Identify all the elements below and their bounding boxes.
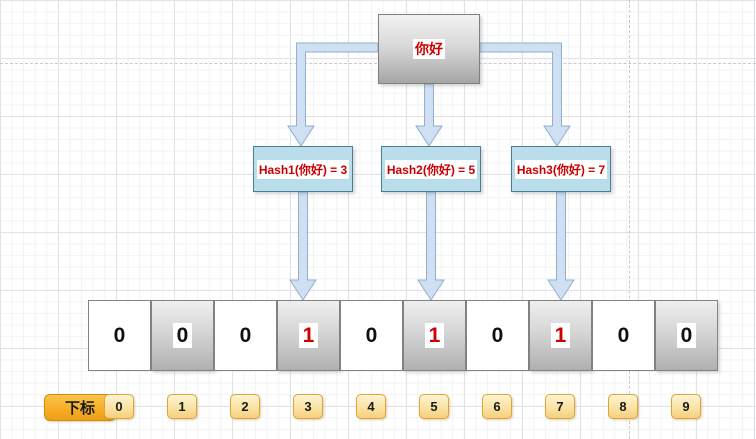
page-break-line-vertical (629, 0, 630, 439)
arrow-input-to-hash3[interactable] (479, 42, 571, 147)
bit-value: 0 (487, 322, 508, 349)
arrow-hash3-to-cell7[interactable] (547, 191, 575, 301)
hash3-node[interactable]: Hash3(你好) = 7 (511, 146, 611, 192)
bit-cell-7[interactable]: 1 (529, 300, 592, 371)
bit-value: 1 (550, 322, 571, 349)
bit-value: 0 (361, 322, 382, 349)
bit-cell-4[interactable]: 0 (340, 300, 403, 371)
bit-array: 0 0 0 1 0 1 0 1 0 0 (88, 300, 718, 371)
bit-cell-0[interactable]: 0 (88, 300, 151, 371)
input-node-label: 你好 (413, 39, 445, 59)
index-chip-3[interactable]: 3 (293, 394, 323, 419)
arrow-hash2-to-cell5[interactable] (417, 191, 445, 301)
bit-cell-5[interactable]: 1 (403, 300, 466, 371)
index-chip-2[interactable]: 2 (230, 394, 260, 419)
bit-value: 0 (676, 322, 697, 349)
index-chip-8[interactable]: 8 (608, 394, 638, 419)
bit-cell-1[interactable]: 0 (151, 300, 214, 371)
input-node[interactable]: 你好 (378, 14, 480, 84)
index-chip-9[interactable]: 9 (671, 394, 701, 419)
hash2-node[interactable]: Hash2(你好) = 5 (381, 146, 481, 192)
bit-value: 1 (424, 322, 445, 349)
bit-value: 0 (613, 322, 634, 349)
hash2-node-label: Hash2(你好) = 5 (384, 159, 478, 179)
index-chip-4[interactable]: 4 (356, 394, 386, 419)
hash1-node[interactable]: Hash1(你好) = 3 (253, 146, 353, 192)
bit-value: 0 (109, 322, 130, 349)
arrow-input-to-hash1[interactable] (287, 42, 379, 147)
index-chip-7[interactable]: 7 (545, 394, 575, 419)
bit-value: 0 (172, 322, 193, 349)
arrow-input-to-hash2[interactable] (415, 83, 443, 147)
hash1-node-label: Hash1(你好) = 3 (256, 159, 350, 179)
bit-cell-9[interactable]: 0 (655, 300, 718, 371)
bit-cell-2[interactable]: 0 (214, 300, 277, 371)
index-chip-0[interactable]: 0 (104, 394, 134, 419)
arrow-hash1-to-cell3[interactable] (289, 191, 317, 301)
bit-cell-6[interactable]: 0 (466, 300, 529, 371)
bit-cell-8[interactable]: 0 (592, 300, 655, 371)
index-chip-6[interactable]: 6 (482, 394, 512, 419)
bit-value: 1 (298, 322, 319, 349)
index-chip-5[interactable]: 5 (419, 394, 449, 419)
bit-value: 0 (235, 322, 256, 349)
index-chip-1[interactable]: 1 (167, 394, 197, 419)
hash3-node-label: Hash3(你好) = 7 (514, 159, 608, 179)
bit-cell-3[interactable]: 1 (277, 300, 340, 371)
